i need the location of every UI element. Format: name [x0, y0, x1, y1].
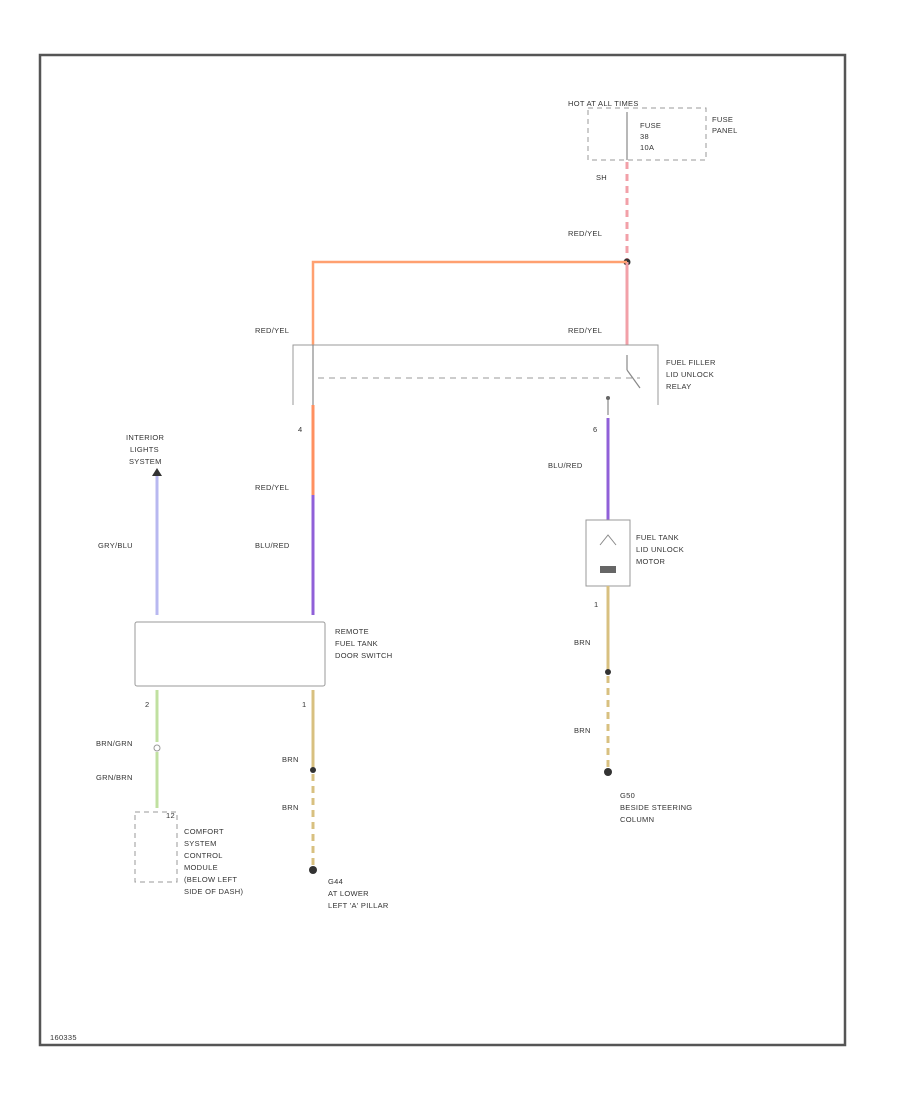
- ground-g44-label-2: AT LOWER: [328, 889, 369, 898]
- relay-pin-left: 4: [298, 425, 302, 434]
- motor-label-3: MOTOR: [636, 557, 666, 566]
- relay-label-1: FUEL FILLER: [666, 358, 716, 367]
- comfort-label-2: SYSTEM: [184, 839, 217, 848]
- comfort-label-5: (BELOW LEFT: [184, 875, 237, 884]
- comfort-label-3: CONTROL: [184, 851, 223, 860]
- motor-symbol-top: [599, 534, 617, 546]
- fuse-panel-label-2: PANEL: [712, 126, 738, 135]
- fuse-label-3: 10A: [640, 143, 654, 152]
- door-switch-box: [134, 621, 326, 687]
- wire-label-blu-red-right: BLU/RED: [548, 461, 583, 470]
- comfort-label-1: COMFORT: [184, 827, 224, 836]
- interior-lights-arrow: [152, 468, 162, 476]
- fuse-panel-box: [587, 107, 707, 161]
- wire-label-left-red-yel: RED/YEL: [255, 326, 289, 335]
- comfort-label-4: MODULE: [184, 863, 218, 872]
- wire-label-gry-blu: GRY/BLU: [98, 541, 133, 550]
- wire-label-brn-3: BRN: [574, 638, 591, 647]
- wire-label-brn-4: BRN: [574, 726, 591, 735]
- fuse-label-2: 38: [640, 132, 649, 141]
- ground-g44-label-1: G44: [328, 877, 343, 886]
- wire-label-relay-red-yel: RED/YEL: [568, 326, 602, 335]
- wire-label-left-mid-red-yel: RED/YEL: [255, 483, 289, 492]
- connector-green: [153, 744, 161, 752]
- splice-motor-brn: [605, 669, 611, 675]
- interior-lights-label-2: LIGHTS: [130, 445, 159, 454]
- wire-label-brn-grn: BRN/GRN: [96, 739, 133, 748]
- ground-g44-label-3: LEFT 'A' PILLAR: [328, 901, 389, 910]
- relay-switch-arm: [626, 369, 641, 389]
- wire-label-grn-brn: GRN/BRN: [96, 773, 133, 782]
- door-switch-label-1: REMOTE: [335, 627, 369, 636]
- fuse-panel-label-1: FUSE: [712, 115, 733, 124]
- door-switch-label-2: FUEL TANK: [335, 639, 378, 648]
- comfort-pin: 12: [166, 811, 175, 820]
- ground-g50-label-3: COLUMN: [620, 815, 654, 824]
- diagram-code: 160335: [50, 1033, 77, 1042]
- relay-contact-dot: [606, 396, 610, 400]
- door-switch-pin-left: 2: [145, 700, 149, 709]
- ground-g44: [309, 866, 317, 874]
- interior-lights-label-1: INTERIOR: [126, 433, 165, 442]
- ground-g50-label-2: BESIDE STEERING: [620, 803, 692, 812]
- ground-g50-label-1: G50: [620, 791, 635, 800]
- motor-label-2: LID UNLOCK: [636, 545, 684, 554]
- diagram-frame: [38, 53, 847, 1047]
- wire-label-top-red-yel: RED/YEL: [568, 229, 602, 238]
- motor-label-1: FUEL TANK: [636, 533, 679, 542]
- door-switch-pin-right: 1: [302, 700, 306, 709]
- relay-label-2: LID UNLOCK: [666, 370, 714, 379]
- interior-lights-label-3: SYSTEM: [129, 457, 162, 466]
- motor-symbol: [600, 566, 616, 573]
- comfort-module-box: [134, 811, 178, 883]
- wire-red-yel-branch: [311, 260, 627, 345]
- comfort-label-6: SIDE OF DASH): [184, 887, 244, 896]
- wire-label-brn-2: BRN: [282, 803, 299, 812]
- relay-box: [292, 344, 659, 405]
- motor-pin-bottom: 1: [594, 600, 598, 609]
- wire-label-blu-red-left: BLU/RED: [255, 541, 290, 550]
- relay-pin-right: 6: [593, 425, 597, 434]
- fuse-connector-label: SH: [596, 173, 607, 182]
- motor-box: [585, 519, 631, 587]
- hot-at-all-times-label: HOT AT ALL TIMES: [568, 99, 639, 108]
- ground-g50: [604, 768, 612, 776]
- splice-switch-brn: [310, 767, 316, 773]
- door-switch-label-3: DOOR SWITCH: [335, 651, 392, 660]
- fuse-label-1: FUSE: [640, 121, 661, 130]
- wire-label-brn-1: BRN: [282, 755, 299, 764]
- relay-label-3: RELAY: [666, 382, 692, 391]
